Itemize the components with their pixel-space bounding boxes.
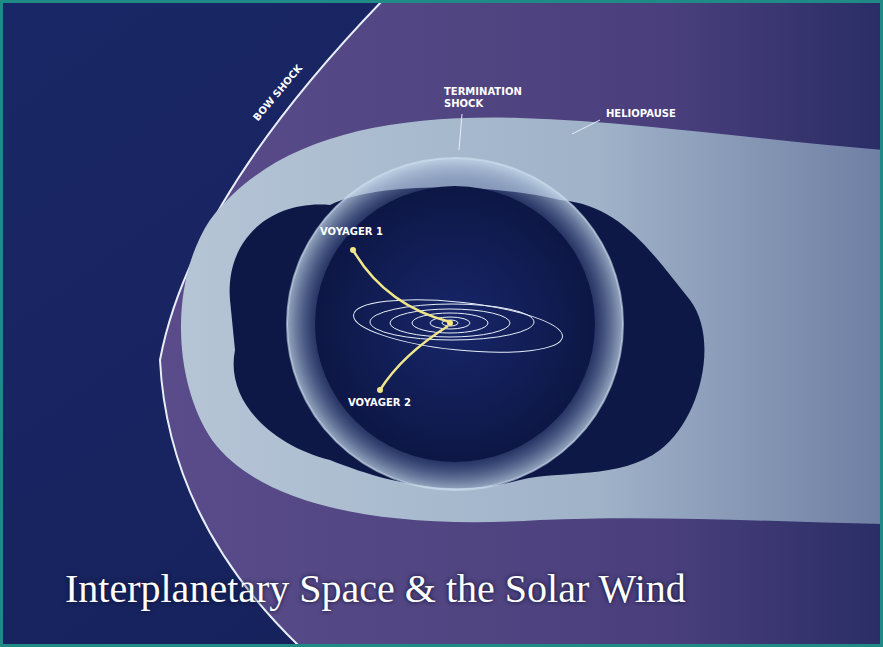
slide-title: Interplanetary Space & the Solar Wind xyxy=(65,566,686,612)
leader-line xyxy=(459,114,462,150)
orbit xyxy=(351,291,565,361)
voyager-1-trajectory xyxy=(353,250,450,322)
heliopause-label: HELIOPAUSE xyxy=(606,108,676,120)
voyager-2-probe xyxy=(377,387,383,393)
heliosheath-region xyxy=(160,0,883,647)
voyager-label: VOYAGER 1 xyxy=(320,226,383,238)
planet-orbits xyxy=(351,291,565,361)
heliopause-shape xyxy=(181,118,883,524)
orbit xyxy=(390,309,510,337)
voyager-label: VOYAGER 2 xyxy=(348,397,411,409)
termination-shock-sphere xyxy=(287,158,623,490)
leader-line xyxy=(572,120,600,134)
solar-wind-region xyxy=(315,186,595,462)
orbit xyxy=(370,304,534,340)
voyager-2-trajectory xyxy=(380,326,448,390)
orbit xyxy=(412,313,488,333)
termination-shock-label: TERMINATION SHOCK xyxy=(444,86,524,110)
voyager-1-probe xyxy=(350,247,356,253)
